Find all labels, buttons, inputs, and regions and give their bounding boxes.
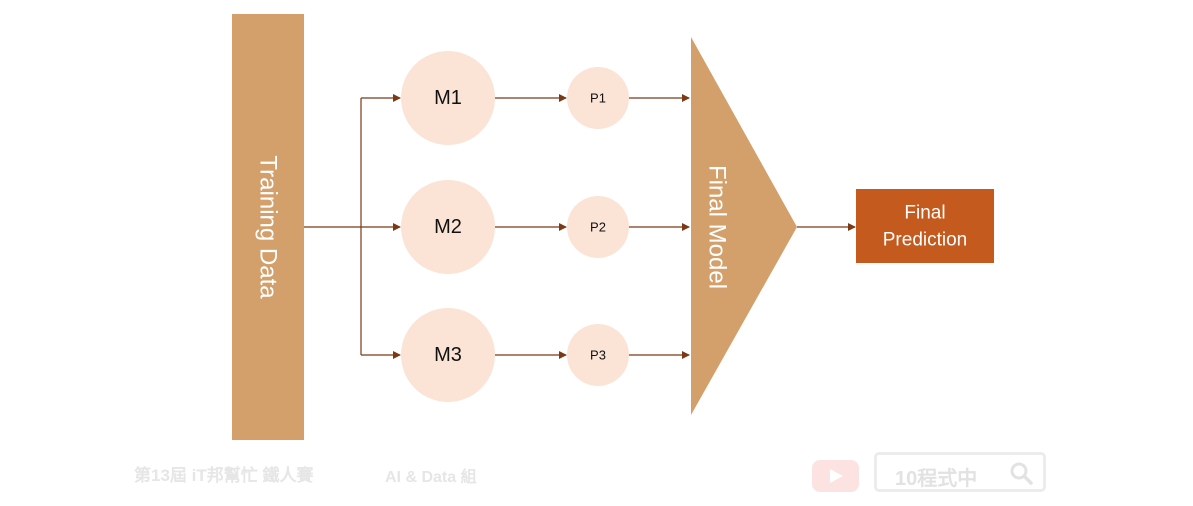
model-label-m3: M3 <box>434 344 462 366</box>
model-circle-m2 <box>401 180 495 274</box>
training-data-label: Training Data <box>255 155 282 299</box>
final-model-label: Final Model <box>704 165 731 289</box>
search-text: 10程式中 <box>895 468 978 490</box>
model-label-m2: M2 <box>434 216 462 238</box>
prediction-circle-p1 <box>567 67 629 129</box>
footer-watermark: 第13屆 iT邦幫忙 鐵人賽 AI & Data 組 10程式中 <box>0 452 1193 495</box>
prediction-label-p1: P1 <box>590 91 606 106</box>
model-circle-m3 <box>401 308 495 402</box>
search-box[interactable]: 10程式中 <box>874 452 1046 492</box>
prediction-label-p3: P3 <box>590 348 606 363</box>
prediction-circle-p2 <box>567 196 629 258</box>
group-watermark: AI & Data 組 <box>385 469 477 486</box>
model-label-m1: M1 <box>434 87 462 109</box>
prediction-circle-p3 <box>567 324 629 386</box>
training-data-bar <box>232 14 304 440</box>
youtube-play-icon[interactable] <box>812 460 859 492</box>
final-prediction-line-2: Prediction <box>883 230 968 251</box>
play-triangle-icon <box>830 469 843 483</box>
final-prediction-box <box>856 189 994 263</box>
magnifier-icon <box>1010 462 1033 485</box>
prediction-label-p2: P2 <box>590 220 606 235</box>
final-model-triangle <box>691 37 797 415</box>
model-circle-m1 <box>401 51 495 145</box>
final-prediction-line-1: Final <box>904 203 945 224</box>
event-watermark: 第13屆 iT邦幫忙 鐵人賽 <box>134 466 314 485</box>
